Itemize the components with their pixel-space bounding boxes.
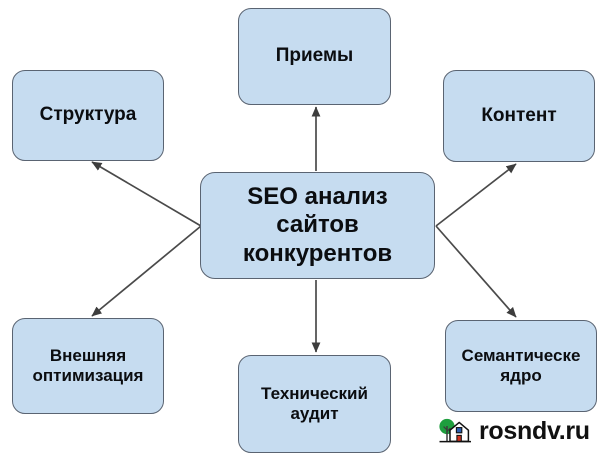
node-center-topic-label: SEO анализ сайтов конкурентов — [242, 183, 393, 267]
house-with-tree-icon — [439, 418, 471, 443]
edge-center-to-content — [435, 163, 517, 227]
node-semantic-core[interactable]: Семантическе ядро — [445, 320, 597, 412]
edge-center-to-structure — [91, 161, 202, 227]
node-external-optimization-label: Внешняя оптимизация — [32, 345, 144, 385]
node-technical-audit-label: Технический аудит — [261, 383, 368, 423]
node-semantic-core-label: Семантическе ядро — [461, 345, 581, 385]
node-center-topic[interactable]: SEO анализ сайтов конкурентов — [200, 172, 435, 279]
node-external-optimization[interactable]: Внешняя оптимизация — [12, 318, 164, 414]
node-structure[interactable]: Структура — [12, 70, 164, 161]
watermark-text: rosndv.ru — [479, 416, 590, 445]
edge-center-to-external — [91, 225, 202, 317]
edge-center-to-semantic — [435, 225, 517, 318]
node-techniques[interactable]: Приемы — [238, 8, 391, 105]
node-techniques-label: Приемы — [275, 45, 354, 67]
watermark: rosndv.ru — [437, 412, 590, 450]
node-technical-audit[interactable]: Технический аудит — [238, 355, 391, 453]
node-content[interactable]: Контент — [443, 70, 595, 162]
node-content-label: Контент — [481, 104, 557, 126]
node-structure-label: Структура — [39, 104, 137, 126]
